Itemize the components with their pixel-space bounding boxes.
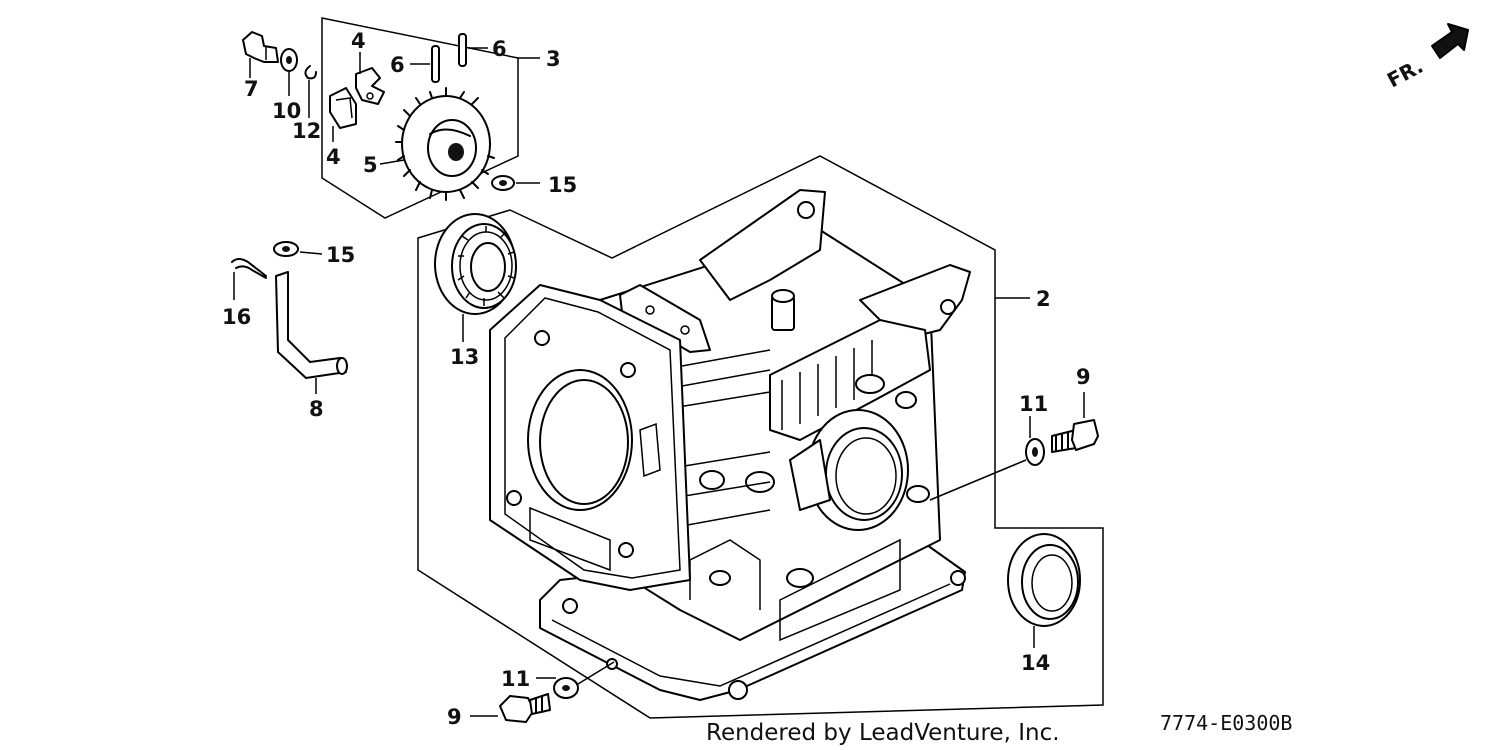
bolt-part-9-right: [1051, 392, 1099, 453]
washer-part-15-upper: [491, 175, 540, 191]
cylinder-block-part-2: [489, 189, 971, 701]
clip-part-12: [304, 65, 317, 118]
callout-number: 9: [447, 705, 462, 729]
callout-number: 2: [1036, 287, 1051, 311]
callout-number: 14: [1021, 651, 1050, 675]
crankcase-group-outline: [417, 155, 1104, 719]
bearing-part-13: [434, 213, 517, 342]
callout-number: 10: [272, 99, 301, 123]
callout-number: 6: [390, 53, 405, 77]
washer-part-10: [280, 48, 298, 96]
governor-pin-part-7: [242, 31, 279, 78]
callout-number: 15: [326, 243, 355, 267]
callout-number: 8: [309, 397, 324, 421]
callout-number: 11: [1019, 392, 1048, 416]
governor-weight-part-4-upper: [355, 52, 385, 105]
governor-gear-part-5: [379, 87, 495, 201]
pin-part-6-left: [410, 45, 440, 83]
callout-number: 15: [548, 173, 577, 197]
front-direction-arrow-icon: [1431, 23, 1469, 59]
callout-number: 4: [351, 29, 366, 53]
callout-number: 3: [546, 47, 561, 71]
callout-number: 6: [492, 37, 507, 61]
callout-number: 13: [450, 345, 479, 369]
callout-number: 7: [244, 77, 259, 101]
drawing-code: 7774-E0300B: [1160, 711, 1292, 735]
governor-shaft-part-8: [275, 271, 348, 394]
callout-number: 9: [1076, 365, 1091, 389]
oil-seal-part-14: [1007, 533, 1081, 648]
washer-part-11-right: [929, 416, 1045, 501]
callout-number: 12: [292, 119, 321, 143]
callout-number: 11: [501, 667, 530, 691]
callout-number: 16: [222, 305, 251, 329]
callout-number: 5: [363, 153, 378, 177]
washer-part-15-lower: [273, 241, 323, 257]
callout-number: 4: [326, 145, 341, 169]
bolt-part-9-lower: [470, 693, 551, 723]
front-marker: FR.: [1383, 54, 1427, 93]
governor-weight-part-4-lower: [329, 87, 357, 142]
credit-text: Rendered by LeadVenture, Inc.: [706, 720, 1060, 746]
washer-part-11-lower: [536, 661, 615, 699]
spring-clip-part-16: [231, 258, 267, 300]
pin-part-6-right: [458, 33, 488, 67]
